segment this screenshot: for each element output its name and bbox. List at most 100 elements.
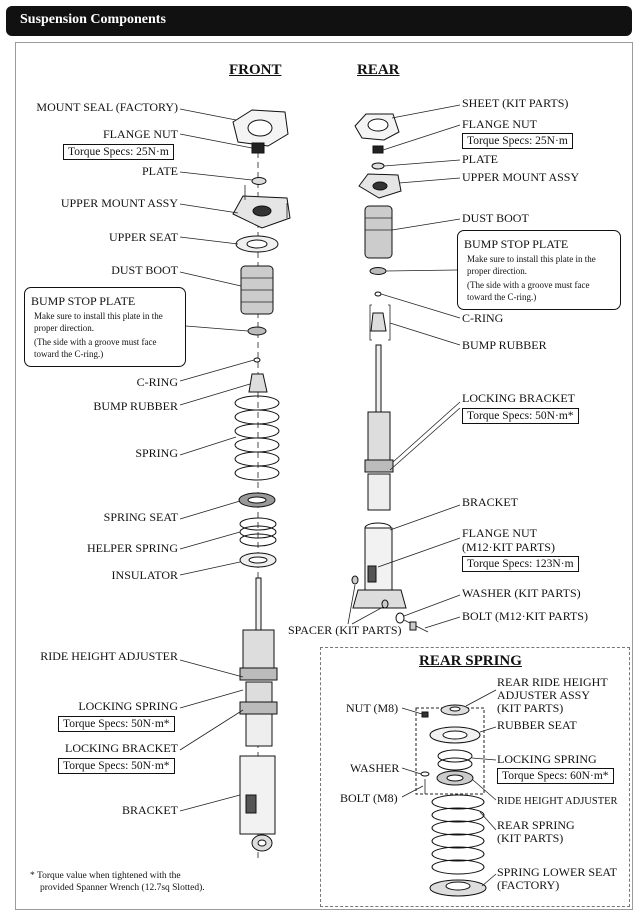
rear-spring-rubber-seat-label: RUBBER SEAT xyxy=(497,718,577,732)
rear-spring-washer-label: WASHER xyxy=(350,761,400,775)
rear-spring-lower-seat-label: SPRING LOWER SEAT xyxy=(497,865,618,879)
front-bump-stop-line3: (The side with a groove must face xyxy=(34,337,157,347)
front-bump-stop-note: BUMP STOP PLATE Make sure to install thi… xyxy=(24,287,186,367)
front-spring-part xyxy=(234,395,280,481)
rear-spring-nut-label: NUT (M8) xyxy=(346,701,399,715)
front-locking-bracket-torque: Torque Specs: 50N·m* xyxy=(58,758,175,774)
rear-damper-part xyxy=(364,344,394,511)
front-dust-boot-label: DUST BOOT xyxy=(111,263,178,277)
rear-spacer-part xyxy=(351,575,389,609)
front-locking-bracket-label: LOCKING BRACKET xyxy=(65,741,178,755)
front-bump-rubber-label: BUMP RUBBER xyxy=(93,399,178,413)
front-upper-seat-part xyxy=(235,235,279,253)
front-insulator-part xyxy=(239,552,277,568)
rear-bump-rubber-part xyxy=(370,312,387,332)
rear-bolt-part xyxy=(403,619,429,633)
rear-sheet-label: SHEET (KIT PARTS) xyxy=(462,96,569,110)
front-helper-spring-part xyxy=(239,517,277,547)
rear-spring-coil-part xyxy=(431,794,485,875)
front-upper-mount-part xyxy=(232,185,291,229)
rear-heading: REAR xyxy=(357,62,400,78)
front-flange-nut-torque: Torque Specs: 25N·m xyxy=(63,144,174,160)
rear-bump-rubber-label: BUMP RUBBER xyxy=(462,338,547,352)
rear-spring-lower-seat-part xyxy=(429,879,487,897)
rear-brace-lines xyxy=(369,304,391,341)
rear-bracket-label: BRACKET xyxy=(462,495,519,509)
front-spring-seat-part xyxy=(238,492,276,508)
rear-spring-locking-spring-torque: Torque Specs: 60N·m* xyxy=(497,768,614,784)
front-plate-part xyxy=(251,177,267,185)
rear-spring-coil-label: REAR SPRING xyxy=(497,818,575,832)
front-heading: FRONT xyxy=(229,62,282,78)
rear-locking-bracket-label: LOCKING BRACKET xyxy=(462,391,575,405)
rear-sheet-part xyxy=(354,113,400,141)
rear-rubber-seat-part xyxy=(429,726,481,744)
rear-nut-m8-part xyxy=(421,711,429,718)
rear-spring-adjuster-line1: REAR RIDE HEIGHT xyxy=(497,675,608,689)
front-spring-label: SPRING xyxy=(135,446,178,460)
front-c-ring-part xyxy=(253,357,261,363)
rear-flange-nut-label: FLANGE NUT xyxy=(462,117,537,131)
rear-spring-locking-spring-label: LOCKING SPRING xyxy=(497,752,597,766)
rear-washer-label: WASHER (KIT PARTS) xyxy=(462,586,581,600)
rear-flange-nut-torque: Torque Specs: 25N·m xyxy=(462,133,573,149)
front-insulator-label: INSULATOR xyxy=(111,568,178,582)
rear-ride-height-part xyxy=(436,770,474,786)
front-bump-stop-line4: toward the C-ring.) xyxy=(34,349,104,359)
title-bar: Suspension Components xyxy=(6,6,632,36)
rear-spring-heading: REAR SPRING xyxy=(419,653,522,669)
rear-dust-boot-part xyxy=(364,205,393,259)
rear-bump-stop-line4: toward the C-ring.) xyxy=(467,292,537,302)
front-bump-stop-plate-part xyxy=(247,326,267,336)
footnote-line2: provided Spanner Wrench (12.7sq Slotted)… xyxy=(40,883,205,893)
rear-c-ring-label: C-RING xyxy=(462,311,504,325)
rear-flange-nut2-sublabel: (M12·KIT PARTS) xyxy=(462,540,555,554)
front-helper-spring-label: HELPER SPRING xyxy=(86,541,178,555)
front-damper-part xyxy=(239,577,278,747)
front-flange-nut-label: FLANGE NUT xyxy=(103,127,178,141)
front-mount-seal-label: MOUNT SEAL (FACTORY) xyxy=(36,100,178,114)
rear-bracket-part xyxy=(352,522,407,609)
rear-spring-lower-seat-sublabel: (FACTORY) xyxy=(497,878,560,892)
rear-spacer-label: SPACER (KIT PARTS) xyxy=(288,623,402,637)
rear-bump-stop-line1: Make sure to install this plate in the xyxy=(467,254,596,264)
rear-flange-nut-part xyxy=(372,145,384,154)
front-bump-stop-line2: proper direction. xyxy=(34,323,94,333)
rear-bump-stop-title: BUMP STOP PLATE xyxy=(464,237,569,251)
front-flange-nut-part xyxy=(251,142,265,154)
rear-washer-m8-part xyxy=(420,771,430,777)
front-c-ring-label: C-RING xyxy=(136,375,178,389)
rear-bolt-label: BOLT (M12·KIT PARTS) xyxy=(462,609,588,623)
rear-upper-mount-part xyxy=(358,173,402,199)
footnote-line1: * Torque value when tightened with the xyxy=(30,871,181,881)
rear-flange-nut2-torque: Torque Specs: 123N·m xyxy=(462,556,579,572)
front-bracket-label: BRACKET xyxy=(121,803,178,817)
diagram-frame xyxy=(15,42,633,910)
rear-bump-stop-line2: proper direction. xyxy=(467,266,527,276)
rear-locking-bracket-torque: Torque Specs: 50N·m* xyxy=(462,408,579,424)
rear-bump-stop-note: BUMP STOP PLATE Make sure to install thi… xyxy=(457,230,621,310)
rear-spring-coil-sublabel: (KIT PARTS) xyxy=(497,831,564,845)
rear-plate-part xyxy=(371,162,385,170)
rear-bump-stop-plate-part xyxy=(369,267,387,275)
front-dust-boot-part xyxy=(240,265,274,315)
front-locking-spring-torque: Torque Specs: 50N·m* xyxy=(58,716,175,732)
rear-adjuster-assy-part xyxy=(440,704,470,716)
rear-washer-part xyxy=(395,612,405,624)
front-spring-seat-label: SPRING SEAT xyxy=(103,510,178,524)
front-bump-rubber-part xyxy=(248,373,268,393)
front-bracket-part xyxy=(239,755,276,852)
rear-spring-panel xyxy=(320,647,630,907)
rear-dust-boot-label: DUST BOOT xyxy=(462,211,529,225)
rear-spring-adjuster-line3: (KIT PARTS) xyxy=(497,701,564,715)
page-title: Suspension Components xyxy=(20,12,166,27)
rear-locking-spring-part xyxy=(437,749,473,771)
rear-flange-nut2-label: FLANGE NUT xyxy=(462,526,537,540)
rear-bump-stop-line3: (The side with a groove must face xyxy=(467,280,590,290)
front-upper-seat-label: UPPER SEAT xyxy=(108,230,178,244)
rear-spring-adjuster-line2: ADJUSTER ASSY xyxy=(497,688,591,702)
rear-spring-bolt-label: BOLT (M8) xyxy=(340,791,398,805)
front-ride-height-label: RIDE HEIGHT ADJUSTER xyxy=(40,649,178,663)
front-bump-stop-line1: Make sure to install this plate in the xyxy=(34,311,163,321)
